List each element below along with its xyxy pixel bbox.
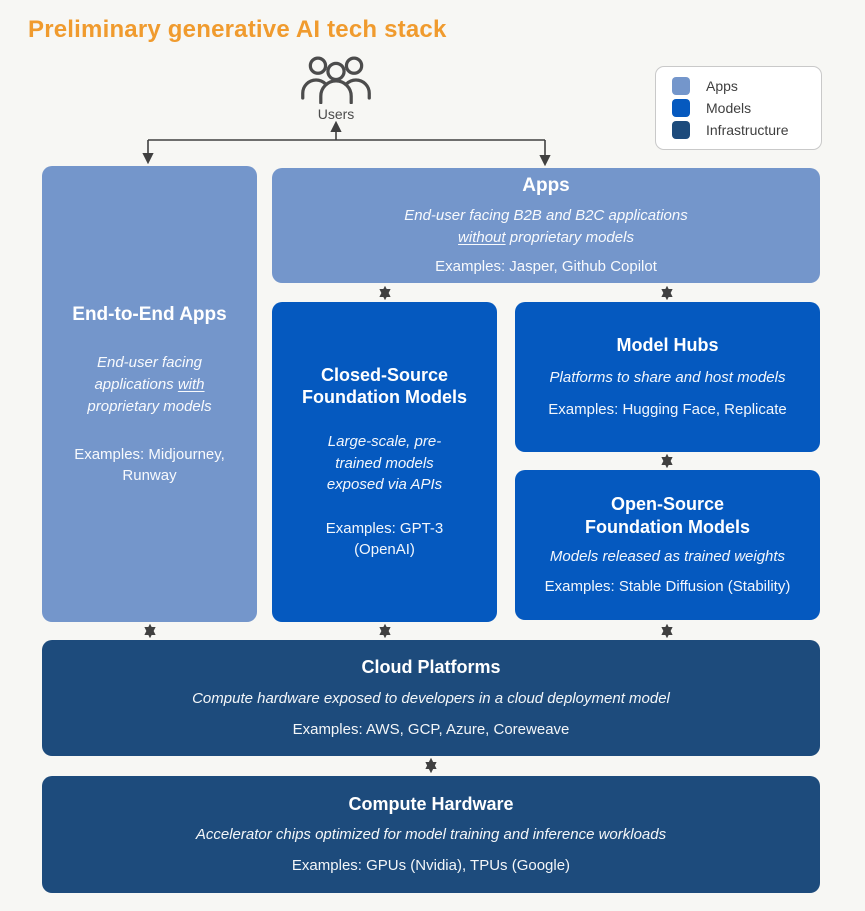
compute-hardware-examples: Examples: GPUs (Nvidia), TPUs (Google) [291, 857, 571, 875]
infrastructure-color-swatch [672, 121, 690, 139]
model-hubs-title: Model Hubs [616, 335, 719, 356]
open-source-examples: Examples: Stable Diffusion (Stability) [544, 577, 791, 595]
apps-description: End-user facing B2B and B2C applications… [404, 205, 688, 249]
closed-source-description: Large-scale, pre- trained models exposed… [326, 432, 443, 494]
compute-hardware-description: Accelerator chips optimized for model tr… [195, 826, 667, 844]
end-to-end-apps-examples: Examples: Midjourney, Runway [74, 445, 225, 484]
model-hubs-examples: Examples: Hugging Face, Replicate [548, 400, 787, 418]
open-source-description: Models released as trained weights [549, 548, 786, 566]
legend-item-apps: Apps [672, 77, 805, 95]
users-label: Users [317, 106, 355, 122]
models-color-swatch [672, 99, 690, 117]
closed-source-title: Closed-Source Foundation Models [302, 364, 467, 408]
desc-text: End-user facing B2B and B2C applications [404, 207, 688, 225]
apps-box: Apps End-user facing B2B and B2C applica… [272, 168, 820, 283]
legend: Apps Models Infrastructure [655, 66, 822, 150]
page-title: Preliminary generative AI tech stack [28, 16, 447, 43]
legend-label-apps: Apps [706, 78, 738, 94]
compute-hardware-box: Compute Hardware Accelerator chips optim… [42, 776, 820, 893]
end-to-end-apps-box: End-to-End Apps End-user facing applicat… [42, 166, 257, 622]
desc-underlined-word: with [177, 376, 205, 393]
cloud-platforms-examples: Examples: AWS, GCP, Azure, Coreweave [292, 720, 570, 738]
compute-hardware-title: Compute Hardware [348, 793, 514, 814]
legend-item-models: Models [672, 99, 805, 117]
cloud-platforms-title: Cloud Platforms [361, 657, 501, 678]
legend-label-infrastructure: Infrastructure [706, 122, 789, 138]
cloud-platforms-box: Cloud Platforms Compute hardware exposed… [42, 640, 820, 756]
apps-title: Apps [522, 175, 570, 197]
apps-examples: Examples: Jasper, Github Copilot [435, 257, 657, 275]
legend-item-infrastructure: Infrastructure [672, 121, 805, 139]
model-hubs-description: Platforms to share and host models [549, 368, 786, 386]
desc-text: End-user facing applications [94, 354, 203, 393]
users-group: Users [296, 54, 376, 122]
model-hubs-box: Model Hubs Platforms to share and host m… [515, 302, 820, 452]
closed-source-foundation-models-box: Closed-Source Foundation Models Large-sc… [272, 302, 497, 622]
closed-source-examples: Examples: GPT-3 (OpenAI) [325, 520, 444, 559]
open-source-title: Open-Source Foundation Models [585, 494, 750, 537]
end-to-end-apps-description: End-user facing applications with propri… [87, 352, 211, 417]
desc-text: proprietary models [505, 228, 634, 246]
desc-text: proprietary models [87, 397, 212, 415]
users-icon [301, 56, 371, 104]
legend-label-models: Models [706, 100, 752, 116]
open-source-foundation-models-box: Open-Source Foundation Models Models rel… [515, 470, 820, 620]
end-to-end-apps-title: End-to-End Apps [72, 303, 227, 325]
cloud-platforms-description: Compute hardware exposed to developers i… [192, 689, 670, 707]
desc-underlined-word: without [458, 228, 506, 246]
apps-color-swatch [672, 77, 690, 95]
